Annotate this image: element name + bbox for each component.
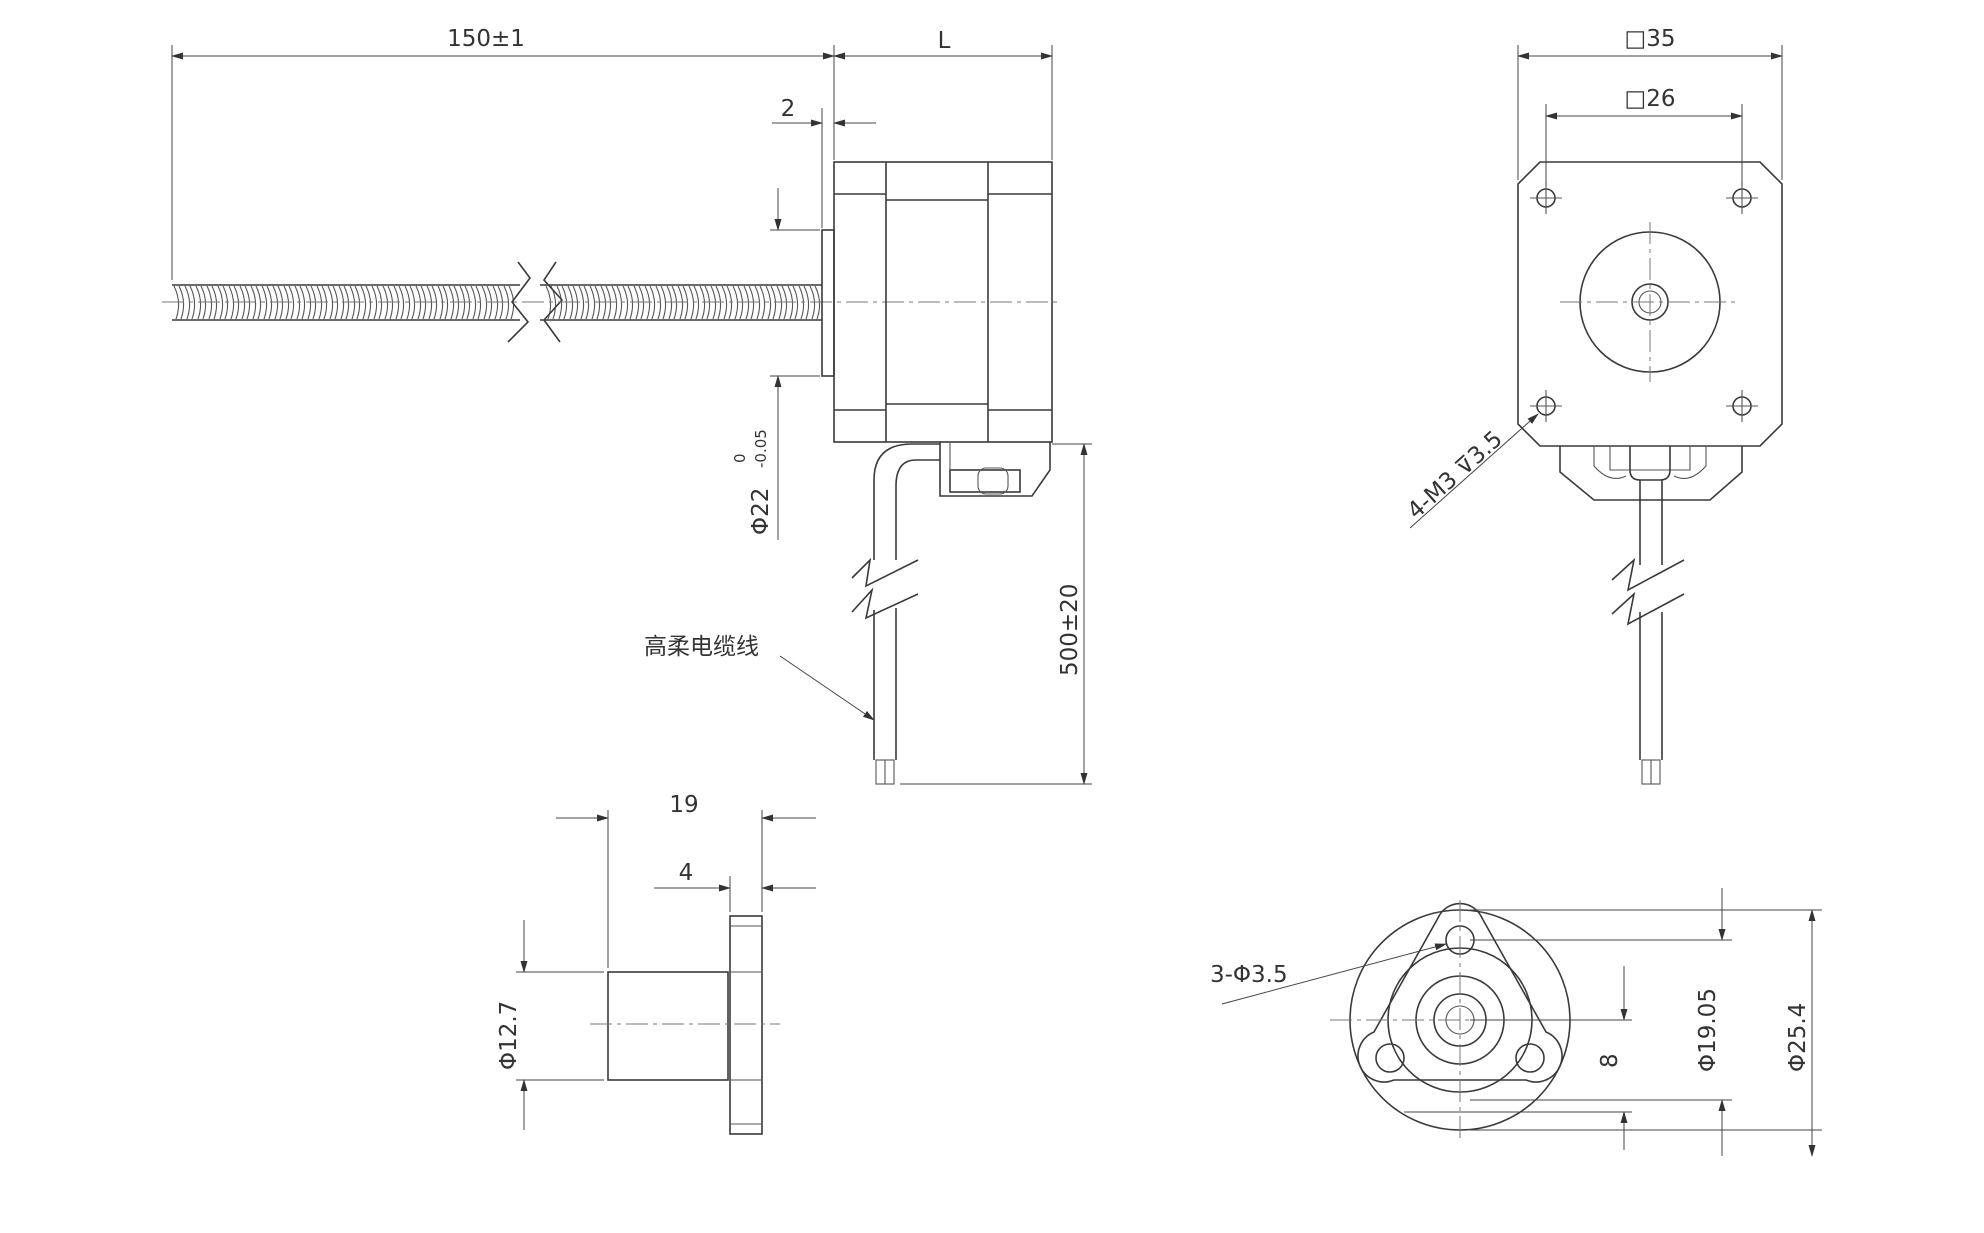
nut-front-view: 3-Φ3.5 8 Φ19.05 Φ25.4 (1210, 888, 1822, 1157)
label-flange-thickness: 4 (679, 860, 694, 886)
label-nut-diameter: Φ12.7 (496, 1001, 522, 1070)
dim-flange-thickness: 4 (654, 860, 816, 912)
dim-leadscrew-length: 150±1 (171, 26, 835, 280)
label-flange-holes: 3-Φ3.5 (1210, 962, 1288, 988)
dim-hole-pitch: □26 (1545, 86, 1743, 186)
dim-nut-diameter: Φ12.7 (496, 920, 604, 1130)
motor-body (833, 161, 1053, 443)
label-hole-offset: 8 (1597, 1053, 1623, 1068)
label-boss-tol-lower: -0.05 (752, 429, 770, 468)
label-flange-diameter: Φ25.4 (1785, 1003, 1811, 1072)
label-frame-size: □35 (1625, 26, 1676, 52)
dim-flange-diameter: Φ25.4 (1470, 909, 1822, 1157)
front-view: □35 □26 4-M3 ⊽3.5 (1403, 26, 1783, 785)
cable-note: 高柔电缆线 (644, 634, 875, 721)
mount-holes (1530, 182, 1758, 422)
label-cable-note: 高柔电缆线 (644, 634, 759, 660)
motor-boss (821, 229, 835, 377)
label-pitch-circle: Φ19.05 (1695, 988, 1721, 1072)
dim-hole-offset: 8 (1404, 966, 1632, 1150)
nut-side-view: 19 4 Φ12.7 (496, 792, 816, 1135)
label-leadscrew-length: 150±1 (447, 26, 525, 52)
label-mount-holes: 4-M3 ⊽3.5 (1403, 426, 1508, 524)
label-boss-diameter: Φ22 (748, 488, 774, 535)
cable-connector (939, 442, 1051, 497)
dim-boss-height: 2 (772, 96, 876, 228)
label-motor-length: L (938, 28, 951, 54)
flange-hole-left (1375, 1043, 1405, 1073)
label-boss-height: 2 (781, 96, 796, 122)
label-nut-length: 19 (669, 792, 698, 818)
label-hole-pitch: □26 (1625, 86, 1676, 112)
label-boss-tol-upper: 0 (731, 453, 749, 463)
callout-flange-holes: 3-Φ3.5 (1210, 943, 1447, 1005)
callout-mount-holes: 4-M3 ⊽3.5 (1403, 413, 1539, 529)
cable (851, 443, 940, 785)
dim-pitch-circle: Φ19.05 (1470, 888, 1732, 1156)
dim-frame-size: □35 (1517, 26, 1783, 180)
dim-boss-diameter: Φ22 0 -0.05 (731, 188, 820, 540)
dim-nut-length: 19 (556, 792, 816, 968)
flange-hole-right (1515, 1043, 1545, 1073)
side-view: 150±1 L 2 Φ22 0 -0.05 (162, 26, 1092, 785)
front-cable (1611, 446, 1685, 785)
dim-cable-length: 500±20 (900, 443, 1092, 785)
label-cable-length: 500±20 (1057, 584, 1083, 676)
dim-motor-length: L (833, 28, 1053, 160)
